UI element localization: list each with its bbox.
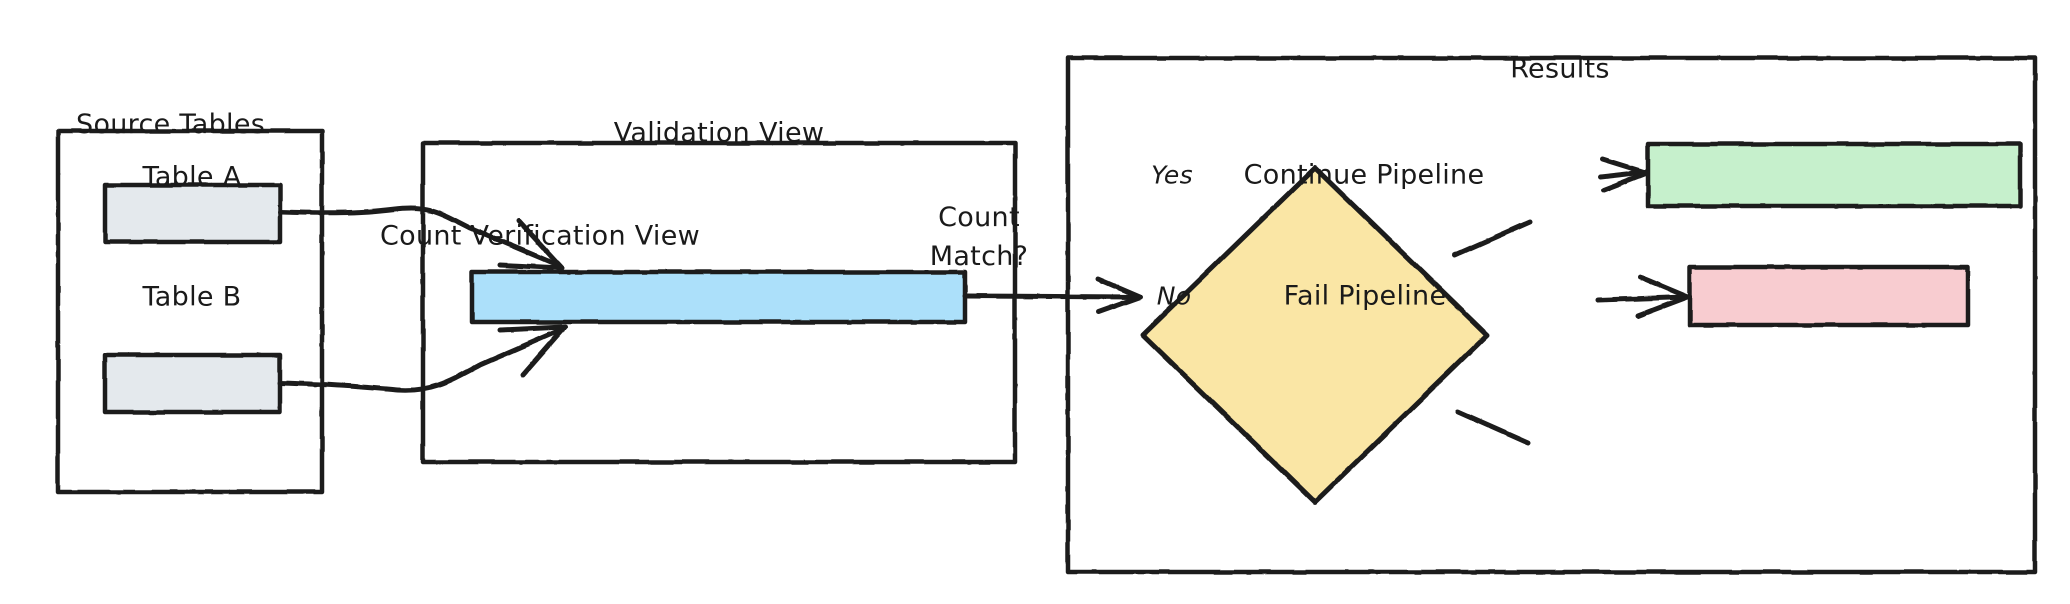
edge-decision-no: [1455, 409, 1531, 446]
edge-view-to-decision: [962, 293, 1141, 300]
edge-decision-yes-tail: [1597, 169, 1648, 180]
edge-decision-no-arrowhead: [1635, 274, 1691, 319]
edge-table-a-to-view-arrowhead: [497, 218, 565, 271]
edge-table-b-to-view: [277, 326, 566, 393]
group-container-results: [1065, 55, 2038, 575]
group-container-validation-view: [420, 140, 1018, 465]
edge-decision-no-tail: [1595, 294, 1689, 303]
group-container-source-tables: [55, 128, 325, 495]
edge-table-b-to-view-arrowhead: [497, 324, 568, 378]
node-shape-count-verification-view[interactable]: [469, 269, 968, 325]
node-shape-fail-pipeline[interactable]: [1687, 264, 1971, 328]
node-shape-table-b[interactable]: [102, 352, 283, 415]
node-shape-continue-pipeline[interactable]: [1645, 141, 2023, 209]
edge-view-to-decision-arrowhead: [1095, 276, 1143, 315]
node-shape-table-a[interactable]: [102, 182, 283, 245]
edge-table-a-to-view: [277, 205, 563, 269]
node-shape-count-match[interactable]: [1140, 165, 1490, 505]
edge-decision-yes-arrowhead: [1599, 156, 1650, 193]
edge-decision-yes: [1452, 219, 1533, 258]
